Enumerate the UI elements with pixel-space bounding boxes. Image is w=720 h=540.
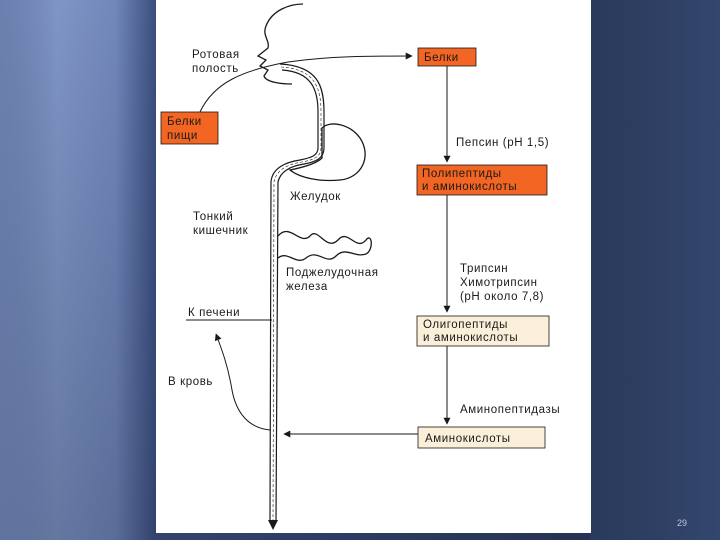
box-food-proteins xyxy=(160,111,219,145)
box-polypeptides-line1: Полипептиды xyxy=(422,168,502,180)
label-small-intestine-line2: кишечник xyxy=(193,225,249,237)
box-oligopeptides xyxy=(416,315,550,347)
label-chymotrypsin: Химотрипсин xyxy=(460,277,538,289)
arrow-absorption-to-liver xyxy=(214,333,271,431)
digestive-tube xyxy=(275,63,325,521)
label-to-blood: В кровь xyxy=(168,376,213,388)
box-polypeptides xyxy=(416,164,548,196)
label-pepsin: Пепсин (pH 1,5) xyxy=(456,137,549,149)
label-aminopeptidases: Аминопептидазы xyxy=(460,404,560,416)
label-ph-78: (pH около 7,8) xyxy=(460,291,544,303)
label-mouth-line1: Ротовая xyxy=(192,49,240,61)
box-proteins-label: Белки xyxy=(424,52,459,64)
digestive-tube-inner xyxy=(269,69,319,521)
page-number: 29 xyxy=(676,518,687,528)
box-food-proteins-line2: пищи xyxy=(167,130,198,142)
label-small-intestine-line1: Тонкий xyxy=(193,211,233,223)
head-profile xyxy=(256,3,304,85)
tube-outlet-arrow xyxy=(268,520,278,530)
box-food-proteins-line1: Белки xyxy=(167,116,202,128)
box-amino-acids xyxy=(417,426,546,449)
label-stomach: Желудок xyxy=(290,191,341,203)
small-intestine-shape xyxy=(277,230,372,261)
box-oligopeptides-line2: и аминокислоты xyxy=(423,332,518,344)
slide-dark-panel xyxy=(590,0,720,540)
digestive-tube-lumen xyxy=(272,66,322,521)
label-trypsin: Трипсин xyxy=(460,263,508,275)
box-oligopeptides-line1: Олигопептиды xyxy=(423,319,508,331)
box-amino-acids-label: Аминокислоты xyxy=(425,433,511,445)
stomach-shape xyxy=(288,123,366,182)
label-mouth-line2: полость xyxy=(192,63,239,75)
label-pancreas-line1: Поджелудочная xyxy=(286,267,379,279)
label-pancreas-line2: железа xyxy=(286,281,328,293)
arrow-food-to-proteins xyxy=(199,52,413,113)
label-to-liver: К печени xyxy=(188,307,240,319)
box-polypeptides-line2: и аминокислоты xyxy=(422,181,517,193)
